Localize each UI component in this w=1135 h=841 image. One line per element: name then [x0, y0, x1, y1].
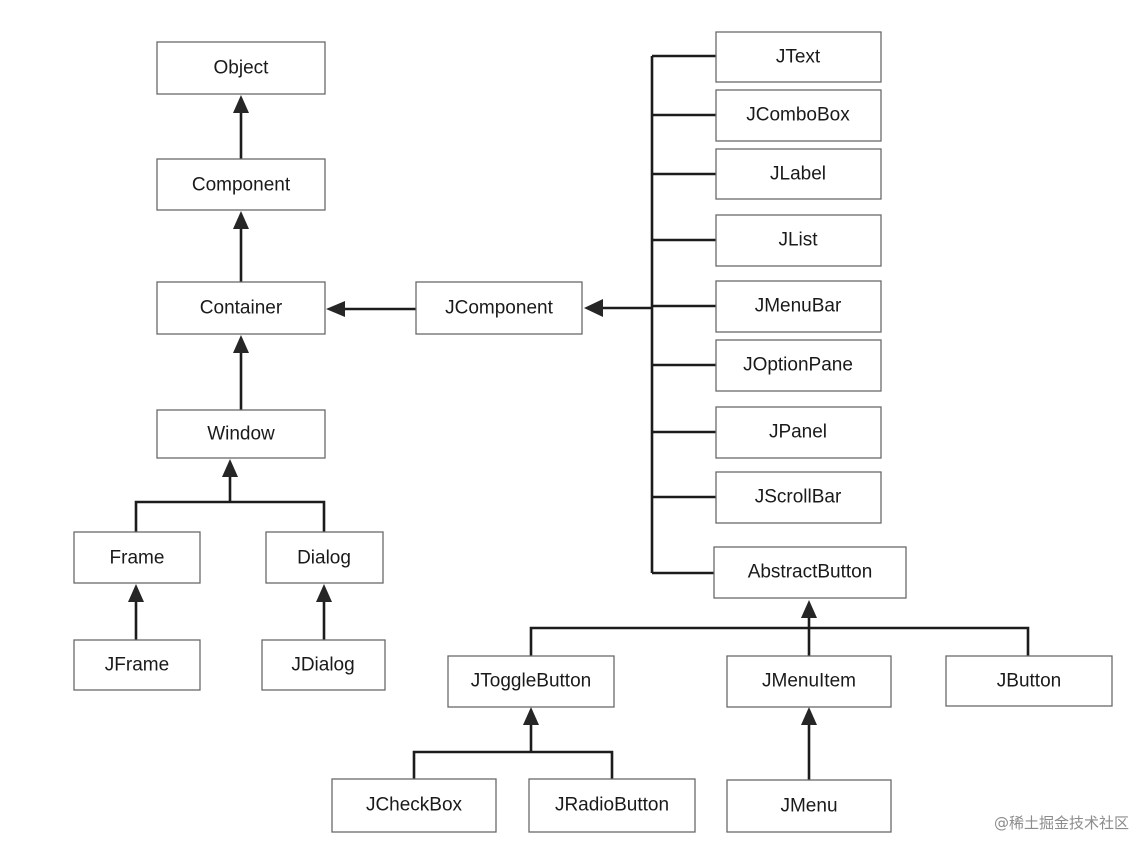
- node-jradiobutton: JRadioButton: [528, 778, 696, 833]
- node-jcombobox: JComboBox: [715, 89, 882, 142]
- node-jcomponent-label: JComponent: [445, 298, 553, 319]
- arrowhead-container-left: [326, 301, 345, 317]
- node-jmenuitem-label: JMenuItem: [762, 671, 856, 692]
- node-jcomponent: JComponent: [415, 281, 583, 335]
- node-jbutton-label: JButton: [997, 671, 1061, 692]
- node-component: Component: [156, 158, 326, 211]
- node-dialog: Dialog: [265, 531, 384, 584]
- node-jdialog: JDialog: [261, 639, 386, 691]
- arrowhead-dialog: [316, 584, 332, 602]
- node-jmenubar-label: JMenuBar: [755, 296, 842, 317]
- node-abstractbutton: AbstractButton: [713, 546, 907, 599]
- node-jmenubar: JMenuBar: [715, 280, 882, 333]
- node-joptionpane-label: JOptionPane: [743, 355, 853, 376]
- node-jmenuitem: JMenuItem: [726, 655, 892, 708]
- node-jcombobox-label: JComboBox: [746, 105, 850, 126]
- arrowhead-object: [233, 95, 249, 113]
- node-jmenu-label: JMenu: [780, 796, 837, 817]
- arrowhead-jmenuitem: [801, 707, 817, 725]
- watermark-text: @稀土掘金技术社区: [993, 814, 1129, 832]
- node-window: Window: [156, 409, 326, 459]
- inheritance-edges: [128, 54, 1030, 780]
- arrowhead-component: [233, 211, 249, 229]
- node-abstractbutton-label: AbstractButton: [748, 562, 873, 583]
- node-joptionpane: JOptionPane: [715, 339, 882, 392]
- arrowhead-jtogglebutton: [523, 707, 539, 725]
- node-jbutton: JButton: [945, 655, 1113, 707]
- node-container-label: Container: [200, 298, 283, 319]
- node-container: Container: [156, 281, 326, 335]
- node-jscrollbar: JScrollBar: [715, 471, 882, 524]
- class-nodes: Object Component Container Window Frame …: [73, 31, 1113, 833]
- node-frame: Frame: [73, 531, 201, 584]
- node-jtext: JText: [715, 31, 882, 83]
- node-jlabel-label: JLabel: [770, 164, 826, 185]
- node-jscrollbar-label: JScrollBar: [755, 487, 842, 508]
- node-jcheckbox-label: JCheckBox: [366, 795, 463, 816]
- arrowhead-jcomponent: [584, 299, 603, 317]
- arrowhead-container-up: [233, 335, 249, 353]
- node-object-label: Object: [214, 58, 270, 79]
- node-jcheckbox: JCheckBox: [331, 778, 497, 833]
- node-jtext-label: JText: [776, 47, 821, 68]
- arrowhead-abstractbutton: [801, 600, 817, 618]
- node-jlist: JList: [715, 214, 882, 267]
- node-jframe-label: JFrame: [105, 655, 169, 676]
- node-jpanel: JPanel: [715, 406, 882, 459]
- node-frame-label: Frame: [110, 548, 165, 569]
- node-jtogglebutton-label: JToggleButton: [471, 671, 591, 692]
- edge-frame-window: [134, 500, 326, 532]
- node-jmenu: JMenu: [726, 779, 892, 833]
- node-jframe: JFrame: [73, 639, 201, 691]
- edge-jcheckbox-jtogglebutton: [412, 750, 614, 779]
- arrowhead-window: [222, 459, 238, 477]
- node-window-label: Window: [207, 424, 275, 445]
- arrowhead-frame: [128, 584, 144, 602]
- edge-buttons-abstractbutton: [529, 626, 1030, 656]
- node-jradiobutton-label: JRadioButton: [555, 795, 669, 816]
- node-jpanel-label: JPanel: [769, 422, 827, 443]
- node-jlabel: JLabel: [715, 148, 882, 200]
- node-component-label: Component: [192, 175, 291, 196]
- node-dialog-label: Dialog: [297, 548, 351, 569]
- node-jtogglebutton: JToggleButton: [447, 655, 615, 708]
- node-jdialog-label: JDialog: [291, 655, 354, 676]
- node-jlist-label: JList: [778, 230, 818, 251]
- node-object: Object: [156, 41, 326, 95]
